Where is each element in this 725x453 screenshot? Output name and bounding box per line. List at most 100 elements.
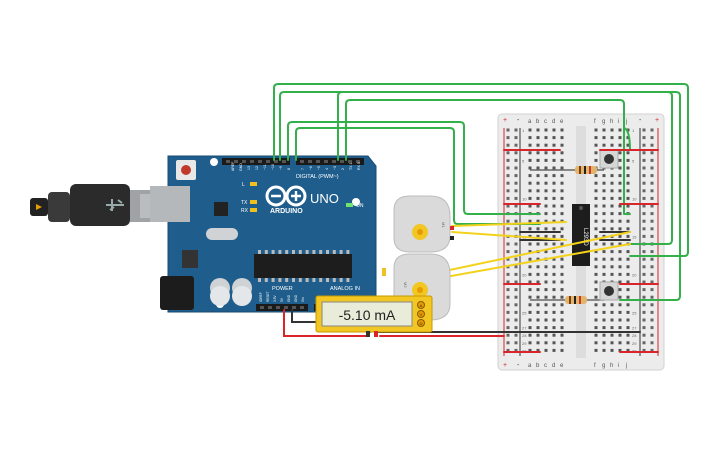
breadboard-hole[interactable] [602,174,606,178]
breadboard-hole[interactable] [552,326,556,330]
breadboard-hole[interactable] [594,212,598,216]
breadboard-hole[interactable] [552,295,556,299]
breadboard-hole[interactable] [626,333,630,337]
breadboard-hole[interactable] [544,158,548,162]
breadboard-hole[interactable] [618,310,622,314]
breadboard-hole[interactable] [544,196,548,200]
breadboard-hole[interactable] [552,310,556,314]
rail-hole[interactable] [642,318,646,322]
breadboard-hole[interactable] [618,280,622,284]
breadboard-hole[interactable] [560,128,564,132]
breadboard-hole[interactable] [594,219,598,223]
breadboard-hole[interactable] [560,272,564,276]
breadboard-hole[interactable] [544,310,548,314]
breadboard-hole[interactable] [544,212,548,216]
breadboard-hole[interactable] [560,174,564,178]
breadboard-hole[interactable] [544,265,548,269]
breadboard-hole[interactable] [618,174,622,178]
breadboard-hole[interactable] [552,272,556,276]
breadboard-hole[interactable] [618,158,622,162]
breadboard-hole[interactable] [528,158,532,162]
breadboard-hole[interactable] [594,143,598,147]
breadboard-hole[interactable] [602,348,606,352]
breadboard-hole[interactable] [528,181,532,185]
breadboard-hole[interactable] [602,303,606,307]
breadboard-hole[interactable] [528,348,532,352]
breadboard-hole[interactable] [528,143,532,147]
breadboard-hole[interactable] [602,257,606,261]
breadboard-hole[interactable] [560,265,564,269]
header-socket[interactable] [226,160,230,163]
breadboard-hole[interactable] [552,242,556,246]
breadboard-hole[interactable] [552,280,556,284]
rail-hole[interactable] [506,151,510,155]
breadboard-hole[interactable] [618,234,622,238]
breadboard-hole[interactable] [594,303,598,307]
rail-hole[interactable] [642,151,646,155]
rail-hole[interactable] [506,143,510,147]
breadboard-hole[interactable] [610,219,614,223]
breadboard-hole[interactable] [594,189,598,193]
breadboard-hole[interactable] [602,318,606,322]
breadboard-hole[interactable] [536,181,540,185]
rail-hole[interactable] [514,227,518,231]
rail-hole[interactable] [642,128,646,132]
header-socket[interactable] [292,306,296,309]
breadboard-hole[interactable] [610,128,614,132]
rail-hole[interactable] [642,280,646,284]
breadboard-hole[interactable] [528,196,532,200]
breadboard-hole[interactable] [528,204,532,208]
breadboard-hole[interactable] [560,333,564,337]
breadboard-hole[interactable] [560,326,564,330]
breadboard-hole[interactable] [528,189,532,193]
rail-hole[interactable] [650,204,654,208]
rail-hole[interactable] [642,250,646,254]
breadboard-hole[interactable] [544,272,548,276]
breadboard-hole[interactable] [602,136,606,140]
breadboard-hole[interactable] [626,318,630,322]
rail-hole[interactable] [514,158,518,162]
rail-hole[interactable] [642,303,646,307]
breadboard-hole[interactable] [536,318,540,322]
rail-hole[interactable] [642,143,646,147]
rail-hole[interactable] [650,310,654,314]
breadboard-hole[interactable] [594,136,598,140]
breadboard-hole[interactable] [552,136,556,140]
breadboard-hole[interactable] [536,166,540,170]
breadboard-hole[interactable] [618,242,622,246]
rail-hole[interactable] [514,348,518,352]
breadboard-hole[interactable] [618,196,622,200]
breadboard-hole[interactable] [626,174,630,178]
breadboard-hole[interactable] [602,143,606,147]
breadboard-hole[interactable] [594,310,598,314]
rail-hole[interactable] [506,295,510,299]
breadboard-hole[interactable] [528,227,532,231]
breadboard-hole[interactable] [594,196,598,200]
breadboard-hole[interactable] [602,219,606,223]
breadboard-hole[interactable] [626,189,630,193]
rail-hole[interactable] [650,189,654,193]
breadboard-hole[interactable] [544,295,548,299]
breadboard-hole[interactable] [618,257,622,261]
breadboard-hole[interactable] [544,242,548,246]
breadboard-hole[interactable] [536,196,540,200]
breadboard-hole[interactable] [528,128,532,132]
rail-hole[interactable] [650,196,654,200]
breadboard-hole[interactable] [528,136,532,140]
header-socket[interactable] [260,306,264,309]
rail-hole[interactable] [642,265,646,269]
breadboard-hole[interactable] [552,257,556,261]
breadboard-hole[interactable] [602,181,606,185]
l293d-chip[interactable]: L293D [572,204,590,266]
breadboard-hole[interactable] [560,250,564,254]
rail-hole[interactable] [514,265,518,269]
rail-hole[interactable] [650,303,654,307]
breadboard-hole[interactable] [618,326,622,330]
breadboard-hole[interactable] [610,348,614,352]
breadboard-hole[interactable] [528,219,532,223]
breadboard-hole[interactable] [536,280,540,284]
breadboard-hole[interactable] [552,174,556,178]
breadboard-hole[interactable] [618,295,622,299]
header-socket[interactable] [258,160,262,163]
mode-amps[interactable] [417,301,425,309]
